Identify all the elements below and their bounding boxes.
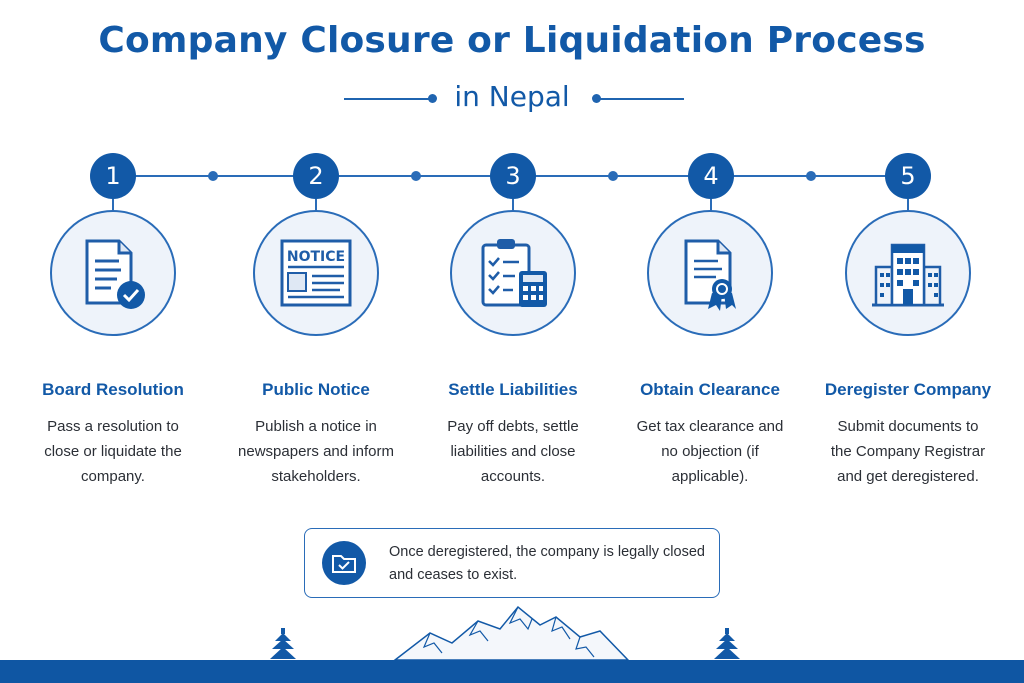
badge-stem [710,199,712,214]
note-text: Once deregistered, the company is legall… [389,544,705,583]
subtitle-left-dot [428,94,437,103]
step-number-badge-3: 3 [490,153,536,199]
page-title: Company Closure or Liquidation Process [98,20,926,61]
step-description: Submit documents to the Company Registra… [830,418,986,485]
timeline-dot [208,171,218,181]
mountains-illustration [270,605,740,661]
badge-stem [512,199,514,214]
subtitle-right-dot [592,94,601,103]
step-deregister-company: Deregister Company Submit documents to t… [808,210,1008,489]
timeline-dot [411,171,421,181]
footer-band [0,660,1024,683]
pagoda-icon [270,628,296,659]
step-number-badge-1: 1 [90,153,136,199]
step-description: Publish a notice in newspapers and infor… [238,418,394,485]
note-icon-circle [322,541,366,585]
document-check-icon [85,239,145,309]
checklist-calculator-icon [481,239,547,307]
step-icon-circle [50,210,176,336]
badge-stem [112,199,114,214]
subtitle-left-line [344,98,430,100]
subtitle-row: in Nepal [0,80,1024,120]
step-number-badge-2: 2 [293,153,339,199]
step-icon-circle [450,210,576,336]
step-public-notice: NOTICE Public Notice Publish a notice in… [216,210,416,489]
step-board-resolution: Board Resolution Pass a resolution to cl… [13,210,213,489]
badge-stem [315,199,317,214]
step-icon-circle: NOTICE [253,210,379,336]
step-title: Settle Liabilities [448,380,578,399]
subtitle-right-line [598,98,684,100]
step-obtain-clearance: Obtain Clearance Get tax clearance and n… [610,210,810,489]
building-icon [872,243,944,307]
step-icon-circle [845,210,971,336]
footer-decoration [0,603,1024,683]
step-number-badge-4: 4 [688,153,734,199]
badge-stem [907,199,909,214]
step-settle-liabilities: Settle Liabilities Pay off debts, settle… [413,210,613,489]
step-description: Pay off debts, settle liabilities and cl… [447,418,579,485]
step-title: Board Resolution [42,380,184,399]
timeline-dot [806,171,816,181]
notice-icon-label: NOTICE [287,249,345,265]
closing-note: Once deregistered, the company is legall… [304,528,720,598]
step-icon-circle [647,210,773,336]
step-timeline: 1 2 3 4 5 [0,150,1024,214]
timeline-dot [608,171,618,181]
folder-check-icon [332,555,356,573]
page-subtitle: in Nepal [454,80,570,113]
step-description: Get tax clearance and no objection (if a… [636,418,784,485]
certificate-icon [684,239,736,311]
step-description: Pass a resolution to close or liquidate … [44,418,182,485]
step-title: Obtain Clearance [640,380,780,399]
step-title: Public Notice [262,380,370,399]
step-number-badge-5: 5 [885,153,931,199]
newspaper-notice-icon: NOTICE [280,239,352,307]
pagoda-icon [714,628,740,659]
step-title: Deregister Company [824,380,992,399]
